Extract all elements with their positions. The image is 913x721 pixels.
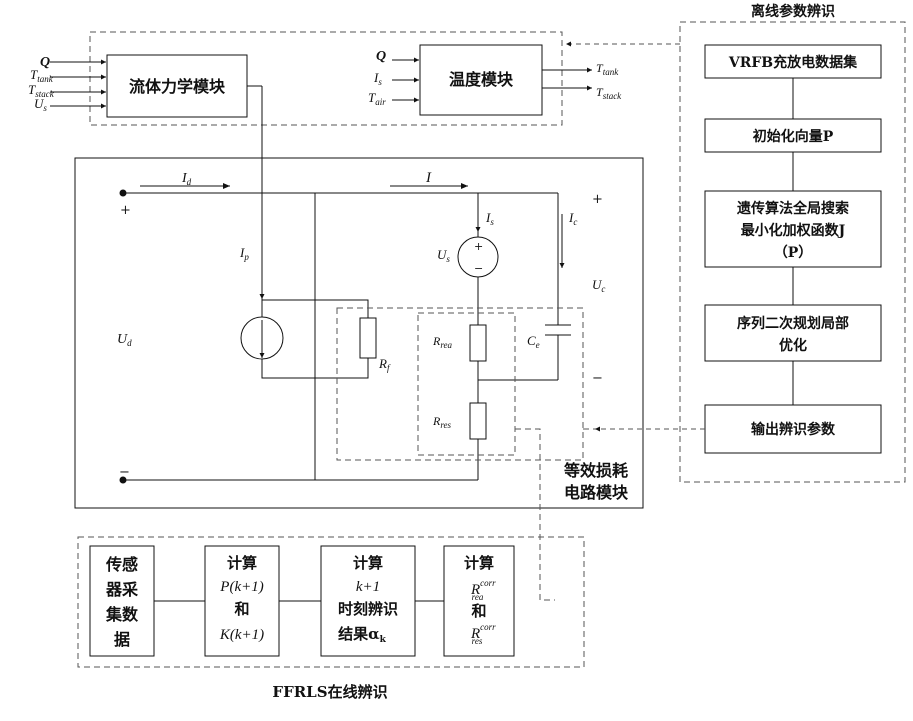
terminal-plus-right: +	[592, 192, 603, 207]
svg-text:Ip: Ip	[239, 245, 249, 262]
temperature-outputs	[542, 70, 592, 88]
label-rres-sub: res	[440, 420, 451, 430]
step-init-label: 初始化向量P	[753, 128, 834, 145]
temp-input-is-sub: s	[378, 77, 382, 87]
svg-text:结果αk: 结果αk	[338, 625, 387, 645]
svg-text:Ttank: Ttank	[596, 61, 619, 77]
svg-text:Q: Q	[40, 55, 50, 70]
loss-module-label-2: 电路模块	[564, 483, 629, 502]
label-ud-sub: d	[127, 338, 132, 348]
label-ip-sub: p	[243, 252, 249, 262]
box-result-line-4: 结果α	[338, 625, 380, 643]
terminal-plus-left: +	[120, 203, 131, 218]
fluid-input-q: Q	[40, 55, 50, 70]
label-ce-sub: e	[536, 340, 540, 350]
fluid-inputs	[50, 62, 106, 106]
label-rf-sub: f	[387, 363, 391, 373]
label-id-sub: d	[187, 177, 192, 187]
box-sensor-line-1: 传感	[105, 555, 138, 574]
svg-text:Uc: Uc	[592, 277, 605, 294]
step-ga-label-1: 遗传算法全局搜索	[736, 200, 849, 217]
fluid-dynamics-label: 流体力学模块	[129, 77, 226, 96]
label-rrea-sub: rea	[440, 340, 452, 350]
box-r-line-2-sup: corr	[480, 578, 496, 588]
box-result-line-1: 计算	[353, 554, 383, 572]
fluid-input-us-sub: s	[43, 103, 47, 113]
svg-text:Id: Id	[181, 171, 192, 187]
svg-text:Q: Q	[376, 49, 386, 64]
terminal-minus-right: −	[592, 371, 603, 386]
label-rf: R	[378, 356, 387, 371]
offline-feedback-arrows	[566, 44, 705, 429]
box-r-line-3: 和	[471, 602, 486, 620]
svg-text:Rf: Rf	[378, 356, 391, 373]
temperature-inputs	[392, 60, 419, 100]
box-sensor-line-3: 集数	[105, 605, 139, 624]
box-pk-line-1: 计算	[227, 554, 257, 572]
svg-text:Is: Is	[485, 210, 494, 227]
svg-text:Is: Is	[373, 70, 382, 87]
box-result-line-4-sub: k	[380, 635, 387, 645]
box-pk-line-2: P(k+1)	[219, 579, 263, 595]
ffrls-title: FFRLS在线辨识	[272, 683, 387, 701]
svg-text:Tair: Tair	[368, 90, 386, 107]
box-pk-line-3: 和	[234, 600, 249, 618]
offline-title: 离线参数辨识	[751, 3, 835, 20]
temp-output-ttank-sub: tank	[603, 67, 620, 77]
svg-text:Ud: Ud	[117, 332, 132, 348]
svg-text:Rrea: Rrea	[432, 334, 453, 350]
source-minus: −	[474, 262, 483, 275]
box-sensor-line-2: 器采	[105, 580, 138, 599]
box-pk-line-4: K(k+1)	[219, 627, 264, 643]
top-modules-panel: 流体力学模块 温度模块 Q Ttank Tstack Us Q Is Tair …	[28, 32, 622, 125]
box-sensor-line-4: 据	[114, 630, 130, 649]
circuit-panel	[75, 86, 643, 508]
source-plus: +	[474, 240, 483, 253]
box-r-line-4-sup: corr	[480, 622, 496, 632]
svg-text:I: I	[425, 170, 432, 186]
temp-input-q: Q	[376, 49, 386, 64]
box-r-line-4-sub: res	[472, 636, 483, 646]
label-uc-sub: c	[601, 284, 605, 294]
step-output-label: 输出辨识参数	[751, 421, 836, 438]
label-us-sub: s	[446, 254, 450, 264]
step-ga-label-2: 最小化加权函数J	[741, 222, 846, 239]
svg-text:Us: Us	[437, 247, 450, 264]
loss-module-label-1: 等效损耗	[563, 461, 628, 480]
box-result-line-3: 时刻辨识	[338, 600, 398, 618]
temperature-label: 温度模块	[448, 70, 514, 89]
box-result-line-2: k+1	[356, 579, 380, 595]
box-r-line-2-sub: rea	[472, 592, 484, 602]
temp-output-tstack-sub: stack	[603, 91, 622, 101]
terminal-minus-left: −	[119, 465, 130, 480]
svg-text:Ce: Ce	[527, 333, 540, 350]
step-sqp-label-1: 序列二次规划局部	[737, 315, 849, 332]
temp-input-tair-sub: air	[375, 97, 386, 107]
ffrls-panel: 传感 器采 集数 据 计算 P(k+1) 和 K(k+1) 计算 k+1 时刻辨…	[78, 537, 584, 701]
step-dataset-label: VRFB充放电数据集	[728, 54, 858, 71]
label-ce: C	[527, 333, 536, 348]
svg-text:Rres: Rres	[432, 414, 452, 430]
fluid-input-ttank-sub: tank	[37, 74, 54, 84]
label-is-sub: s	[490, 217, 494, 227]
offline-identification-panel: 离线参数辨识 VRFB充放电数据集 初始化向量P 遗传算法全局搜索 最小化加权函…	[680, 3, 905, 482]
box-r-line-1: 计算	[464, 554, 494, 572]
label-i: I	[425, 170, 432, 186]
svg-text:Ic: Ic	[568, 210, 577, 227]
step-sqp-label-2: 优化	[779, 337, 807, 354]
label-ic-sub: c	[573, 217, 577, 227]
svg-text:Tstack: Tstack	[596, 85, 622, 101]
step-ga-label-3: （P）	[774, 245, 813, 261]
